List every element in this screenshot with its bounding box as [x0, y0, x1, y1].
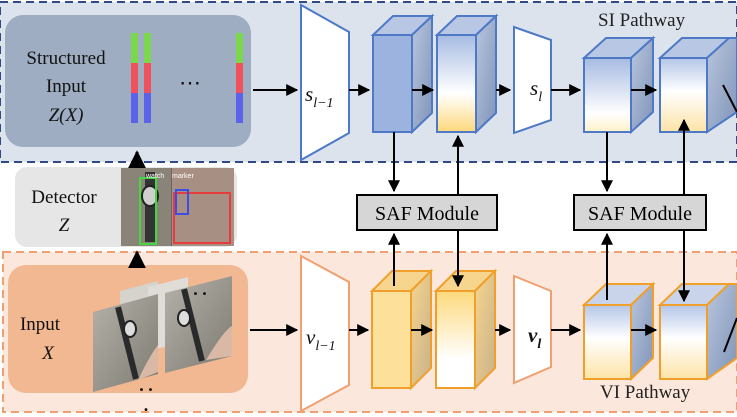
si-pathway-label: SI Pathway — [598, 10, 686, 31]
structured-input-bars — [131, 33, 243, 123]
detector-line2: Z — [59, 215, 70, 236]
si-feature-cube-3 — [581, 35, 656, 135]
vi-encoder-cur-label: vl — [528, 323, 541, 352]
vi-encoder-prev — [300, 254, 350, 413]
detector-tag-watch: watch — [145, 173, 164, 180]
detector-box-hand — [173, 192, 231, 244]
saf-module-2-label: SAF Module — [588, 203, 692, 225]
si-feature-cube-1 — [370, 13, 435, 135]
vi-encoder-prev-label: vl−1 — [306, 325, 336, 354]
saf-module-1 — [356, 194, 498, 231]
input-dots-bottom: . . — [139, 375, 153, 395]
input-line1: Input — [20, 314, 61, 335]
si-encoder-cur — [513, 25, 552, 135]
saf-module-2 — [573, 194, 707, 231]
detector-box-marker — [175, 189, 189, 215]
input-dot-last: . — [144, 395, 149, 415]
detector-tag-marker: marker — [172, 173, 194, 180]
vi-feature-cube-4 — [657, 283, 737, 381]
saf-connection-arrows — [388, 118, 690, 303]
structured-input-line3: Z(X) — [49, 105, 84, 126]
si-encoder-cur-label: sl — [530, 76, 542, 105]
detector-box-watch — [139, 177, 157, 245]
saf-module-1-label: SAF Module — [375, 203, 479, 225]
si-encoder-prev-label: sl−1 — [305, 82, 334, 111]
si-encoder-prev — [300, 3, 350, 162]
structured-input-ellipsis: ⋯ — [179, 70, 201, 95]
detector-image: watch marker — [121, 168, 234, 246]
si-feature-cube-2 — [434, 13, 499, 135]
vi-feature-cube-2 — [433, 268, 498, 391]
vi-feature-cube-3 — [581, 281, 656, 382]
detector-line1: Detector — [31, 187, 97, 208]
vi-exit-line — [723, 317, 737, 353]
si-exit-line — [722, 84, 737, 113]
structured-input-line1: Structured — [26, 48, 106, 69]
structured-input-box — [5, 15, 251, 147]
input-dots-top: . . — [193, 279, 207, 299]
si-feature-cube-4 — [657, 37, 737, 134]
structured-input-line2: Input — [46, 76, 87, 97]
input-video-frames — [93, 276, 232, 392]
vi-pathway-label: VI Pathway — [600, 382, 691, 403]
input-line2: X — [41, 343, 55, 364]
vi-encoder-cur — [513, 274, 552, 385]
